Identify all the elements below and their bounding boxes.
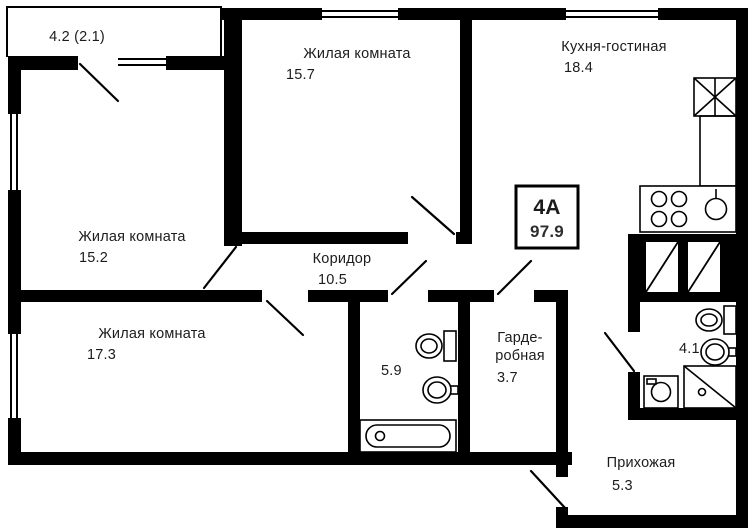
kitchen-sink-icon bbox=[704, 189, 728, 221]
wall-left-1 bbox=[8, 56, 21, 114]
bathroom-small-area: 4.1 bbox=[679, 341, 700, 357]
bathroom-main-area: 5.9 bbox=[381, 363, 402, 379]
wardrobe-name-line2: робная bbox=[495, 348, 545, 364]
living-top-name: Жилая комната bbox=[303, 46, 411, 62]
door-swing-balcony bbox=[78, 62, 120, 103]
wall-corridor-bottom-2 bbox=[308, 290, 388, 302]
duct-cell-2-diagonal bbox=[687, 241, 721, 293]
wall-top-2 bbox=[398, 8, 566, 20]
doors bbox=[78, 62, 636, 511]
living-left-area: 15.2 bbox=[79, 250, 108, 266]
balcony-glazing bbox=[6, 6, 222, 57]
wall-top-3 bbox=[658, 8, 748, 20]
wall-left-2 bbox=[8, 190, 21, 334]
wall-bottom-left bbox=[8, 452, 572, 465]
windows bbox=[6, 6, 658, 418]
apartment-badge: 4А 97.9 bbox=[514, 184, 580, 250]
wall-corridor-bottom-1 bbox=[8, 290, 262, 302]
wall-corridor-bottom-3 bbox=[428, 290, 494, 302]
wall-kitchen-divider bbox=[460, 8, 472, 244]
badge-box bbox=[514, 184, 580, 250]
room-labels: 4.2 (2.1) Жилая комната 15.7 Кухня-гости… bbox=[49, 29, 700, 494]
bathtub-icon bbox=[359, 419, 457, 453]
duct-shafts-icon bbox=[645, 241, 721, 293]
wall-balcony-2 bbox=[166, 56, 224, 70]
wall-left-3 bbox=[8, 418, 21, 465]
kitchen-name: Кухня-гостиная bbox=[561, 39, 666, 55]
living-bottom-area: 17.3 bbox=[87, 347, 116, 363]
door-swing-wardrobe bbox=[496, 259, 533, 296]
door-swing-living-left bbox=[202, 245, 238, 290]
counter-outline bbox=[639, 185, 737, 233]
living-top-area: 15.7 bbox=[286, 67, 315, 83]
hallway-area: 5.3 bbox=[612, 478, 633, 494]
kitchen-area: 18.4 bbox=[564, 60, 593, 76]
wall-top-1 bbox=[222, 8, 322, 20]
hallway-name: Прихожая bbox=[607, 455, 676, 471]
duct-chase bbox=[699, 115, 737, 187]
wall-right bbox=[736, 8, 748, 528]
door-swing-bath-small bbox=[603, 331, 636, 373]
wall-bath-main-left bbox=[348, 302, 360, 452]
kitchen-fixtures bbox=[639, 77, 737, 233]
toilet-icon bbox=[415, 330, 457, 362]
living-bottom-name: Жилая комната bbox=[98, 326, 206, 342]
wall-wardrobe-right bbox=[556, 290, 568, 452]
wash-sink-icon bbox=[422, 376, 459, 404]
wall-under-living-top-1 bbox=[224, 232, 408, 244]
wall-bath-small-bottom bbox=[628, 408, 748, 420]
wash-sink-icon bbox=[700, 338, 737, 366]
wall-entrance-stub-bottom bbox=[556, 507, 568, 528]
wall-room-divider-vert bbox=[224, 8, 242, 246]
toilet-icon bbox=[695, 305, 737, 335]
balcony-area: 4.2 (2.1) bbox=[49, 29, 105, 45]
door-swing-living-top bbox=[410, 195, 456, 236]
duct-cell-1-diagonal bbox=[645, 241, 679, 293]
wall-bath-main-right bbox=[458, 302, 470, 452]
corridor-area: 10.5 bbox=[318, 272, 347, 288]
kitchen-counter bbox=[639, 185, 737, 233]
badge-type-label: 4А bbox=[533, 196, 560, 219]
door-swing-entrance bbox=[529, 469, 568, 511]
living-left-name: Жилая комната bbox=[78, 229, 186, 245]
bathroom-small-fixtures bbox=[643, 305, 737, 409]
stove-icon bbox=[650, 190, 688, 228]
wall-balcony-1 bbox=[8, 56, 78, 70]
door-swing-living-bottom bbox=[265, 299, 305, 337]
shower-tray-icon bbox=[683, 365, 737, 409]
wardrobe-area: 3.7 bbox=[497, 370, 518, 386]
corridor-name: Коридор bbox=[313, 251, 372, 267]
badge-total-area: 97.9 bbox=[530, 222, 564, 241]
wall-entrance-stub-top bbox=[556, 465, 568, 477]
vent-shaft-icon bbox=[693, 77, 737, 117]
bathroom-main-fixtures bbox=[359, 330, 459, 453]
wall-bottom-right bbox=[560, 515, 748, 528]
wall-bath-small-left-1 bbox=[628, 302, 640, 332]
washing-machine-icon bbox=[643, 375, 679, 409]
wardrobe-name-line1: Гарде- bbox=[497, 330, 542, 346]
door-swing-bath-main bbox=[390, 259, 428, 296]
